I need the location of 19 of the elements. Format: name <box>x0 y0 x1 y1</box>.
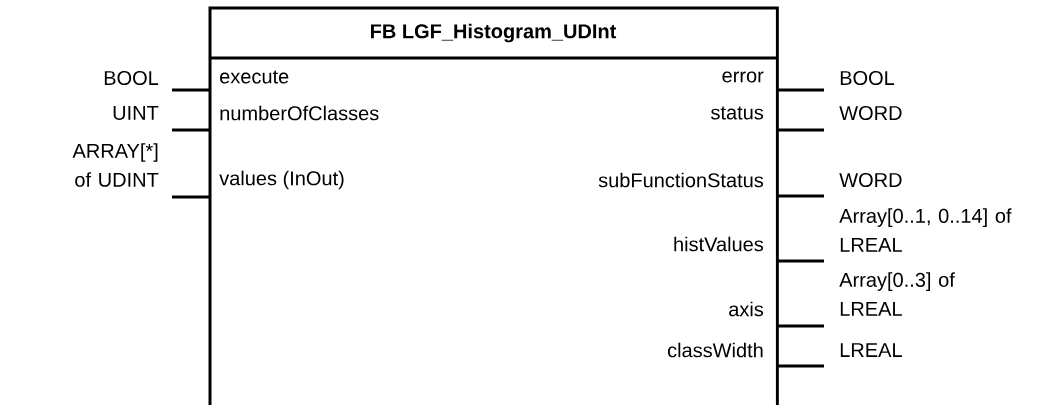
type-label: BOOL <box>840 70 895 86</box>
pin-line <box>777 128 824 132</box>
type-label: LREAL <box>840 343 902 357</box>
pin-line <box>777 194 824 198</box>
pin-line <box>777 259 824 263</box>
type-label: BOOL <box>104 70 159 86</box>
pin-line <box>777 88 824 92</box>
function-block: FB LGF_Histogram_UDInt execute error numberOfClasses status values (InOut) subFunctionStatus histValues axis classWidth <box>208 6 779 405</box>
type-label: UINT <box>113 106 159 120</box>
type-label: Array[0..1, 0..14] of LREAL <box>839 208 1012 252</box>
type-label: WORD <box>839 105 902 121</box>
type-label: WORD <box>839 172 902 188</box>
type-label: ARRAY[*] of UDINT <box>72 143 159 187</box>
pin-line <box>777 364 824 368</box>
type-label: Array[0..3] of LREAL <box>839 272 955 316</box>
pin-line <box>172 88 210 92</box>
pin-line <box>777 324 824 328</box>
pin-line <box>172 195 210 199</box>
pin-line <box>172 128 210 132</box>
